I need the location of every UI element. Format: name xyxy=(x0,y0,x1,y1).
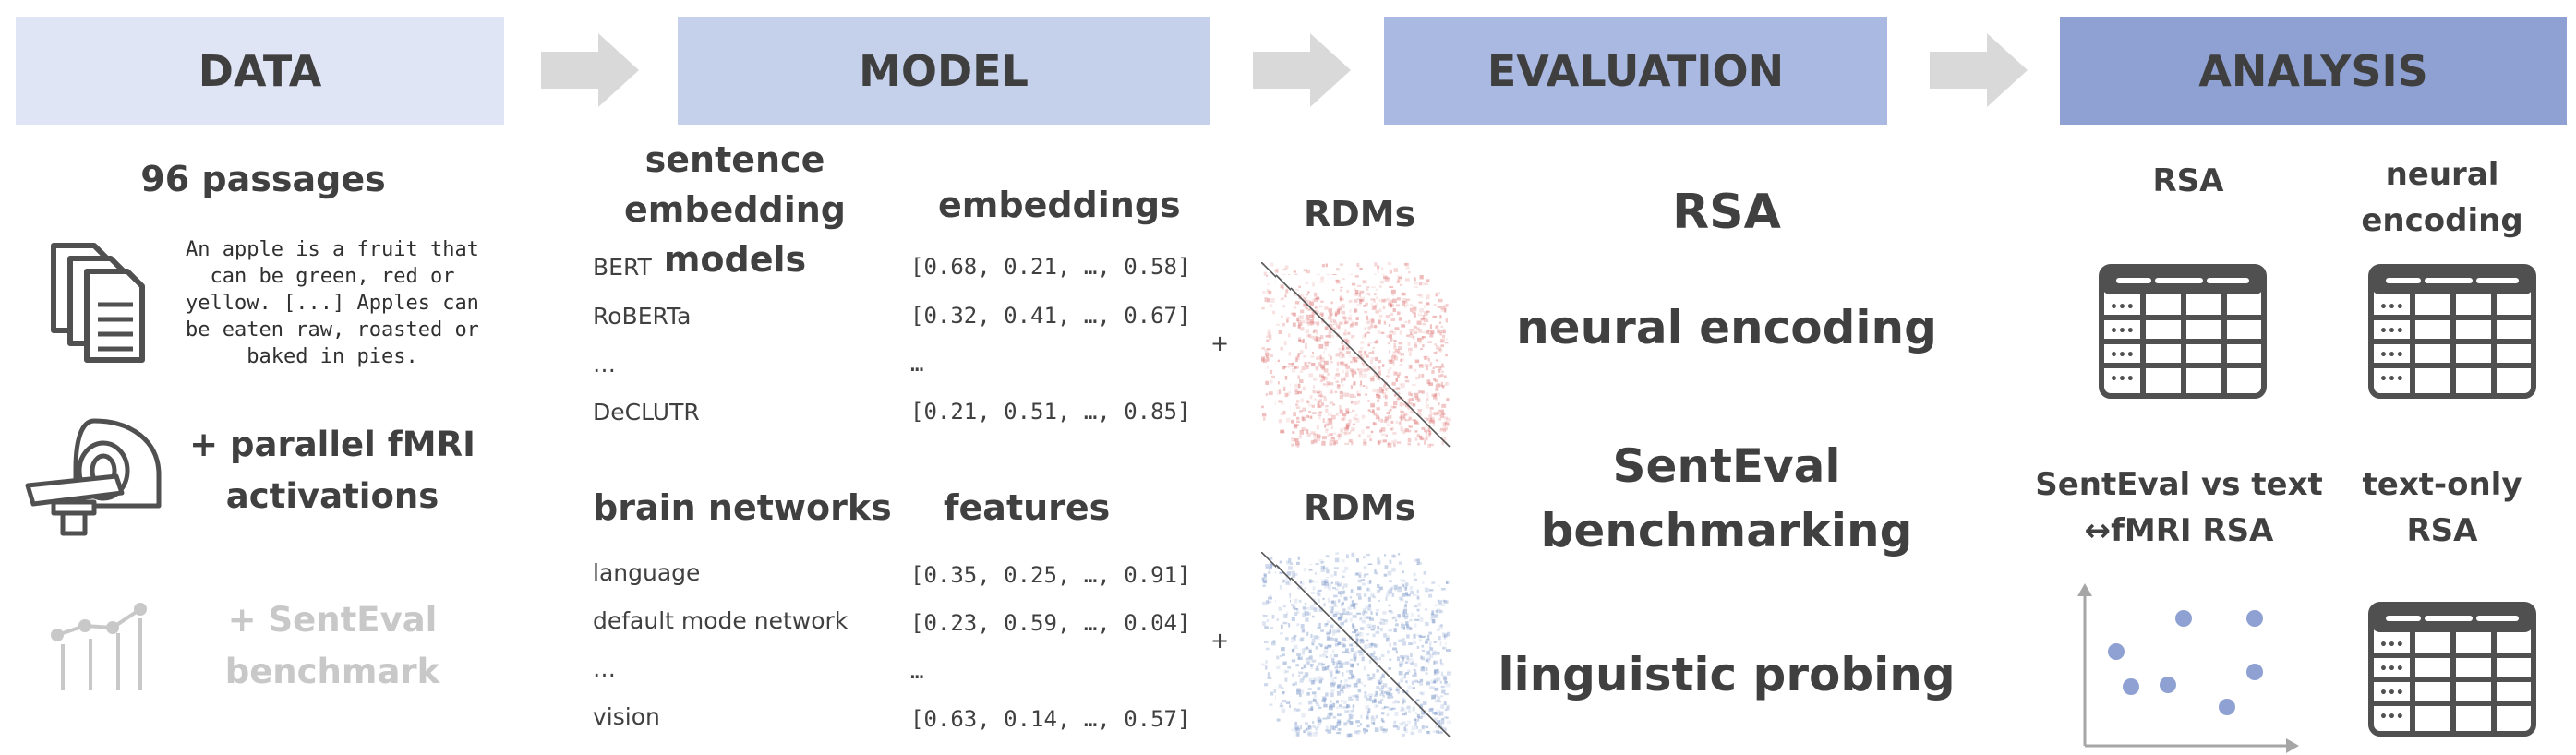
passage-line: be eaten raw, roasted or xyxy=(186,318,479,342)
fmri-label: + parallel fMRI activations xyxy=(166,419,499,522)
analysis-rsa-label: RSA xyxy=(2152,162,2224,199)
senteval-line: benchmark xyxy=(224,652,440,691)
eval-neural-encoding: neural encoding xyxy=(1516,301,1937,354)
rdms-label-top: RDMs xyxy=(1304,194,1416,234)
embeddings-label: embeddings xyxy=(938,185,1181,225)
header-evaluation-label: EVALUATION xyxy=(1487,45,1785,96)
benchmark-chart-icon xyxy=(51,603,147,690)
rdms-label-bottom: RDMs xyxy=(1304,487,1416,528)
rdm-diagonal xyxy=(1290,577,1451,737)
senteval-vs-line: SentEval vs text xyxy=(2035,466,2323,503)
feature-vector: … xyxy=(910,658,924,684)
passages-title: 96 passages xyxy=(140,159,386,199)
senteval-line: + SentEval xyxy=(227,600,438,640)
embedding-vector: … xyxy=(910,351,924,377)
table-row-marker: ••• xyxy=(2379,372,2404,387)
text-only-line: RSA xyxy=(2406,512,2478,549)
network-name: language xyxy=(593,559,701,586)
passage-line: can be green, red or xyxy=(210,265,455,288)
header-analysis: ANALYSIS xyxy=(2060,17,2567,125)
sentence-models-line: sentence xyxy=(644,139,825,180)
mri-scanner-icon xyxy=(25,418,162,536)
rdm-noise xyxy=(1291,288,1451,449)
flow-arrow-1 xyxy=(541,33,639,107)
header-evaluation: EVALUATION xyxy=(1384,17,1887,125)
embedding-vector: [0.68, 0.21, …, 0.58] xyxy=(910,254,1191,280)
eval-linguistic-probing: linguistic probing xyxy=(1498,648,1956,701)
scatter-plot-icon xyxy=(2077,583,2299,753)
senteval-vs-line: ↔fMRI RSA xyxy=(2084,512,2274,549)
table-row-marker: ••• xyxy=(2379,710,2404,725)
text-only-line: text-only xyxy=(2362,466,2522,503)
network-name: default mode network xyxy=(593,607,849,634)
passage-example: An apple is a fruit that can be green, r… xyxy=(166,236,499,370)
fmri-line: activations xyxy=(225,476,439,516)
table-row-marker: ••• xyxy=(2379,300,2404,315)
eval-rsa: RSA xyxy=(1672,185,1781,240)
senteval-benchmark-label: + SentEval benchmark xyxy=(166,594,499,698)
analysis-text-only-label: text-only RSA xyxy=(2336,461,2548,554)
header-analysis-label: ANALYSIS xyxy=(2198,45,2428,96)
rdm-noise xyxy=(1291,578,1451,738)
brain-networks-label: brain networks xyxy=(593,487,892,528)
table-row-marker: ••• xyxy=(2379,686,2404,701)
flow-arrow-2 xyxy=(1253,33,1351,107)
results-table-icon: ••• ••• ••• ••• xyxy=(2368,264,2536,399)
model-name: RoBERTa xyxy=(593,303,692,330)
feature-vector: [0.23, 0.59, …, 0.04] xyxy=(910,610,1191,636)
header-data-label: DATA xyxy=(198,45,322,96)
table-row-marker: ••• xyxy=(2379,638,2404,653)
eval-benchmarking: benchmarking xyxy=(1540,504,1913,557)
embedding-vector: [0.21, 0.51, …, 0.85] xyxy=(910,399,1191,425)
passage-line: An apple is a fruit that xyxy=(186,238,479,261)
table-row-marker: ••• xyxy=(2379,662,2404,677)
neural-encoding-line: neural xyxy=(2385,156,2499,193)
feature-vector: [0.63, 0.14, …, 0.57] xyxy=(910,706,1191,732)
table-row-marker: ••• xyxy=(2110,348,2135,363)
table-row-marker: ••• xyxy=(2379,348,2404,363)
text-rdm-stack xyxy=(1261,262,1451,449)
sentence-models-label: sentence embedding models xyxy=(560,135,910,284)
table-row-marker: ••• xyxy=(2379,324,2404,339)
table-row-marker: ••• xyxy=(2110,324,2135,339)
results-table-icon: ••• ••• ••• ••• xyxy=(2368,602,2536,737)
analysis-neural-encoding-label: neural encoding xyxy=(2336,151,2548,244)
analysis-senteval-vs-label: SentEval vs text ↔fMRI RSA xyxy=(2031,461,2327,554)
header-model-label: MODEL xyxy=(859,45,1029,96)
feature-vector: [0.35, 0.25, …, 0.91] xyxy=(910,562,1191,588)
features-label: features xyxy=(944,487,1111,528)
embedding-vector: [0.32, 0.41, …, 0.67] xyxy=(910,303,1191,329)
flow-arrow-3 xyxy=(1930,33,2028,107)
model-name: BERT xyxy=(593,254,652,281)
table-row-marker: ••• xyxy=(2110,372,2135,387)
documents-icon xyxy=(51,243,145,363)
plus-sign-bottom: + xyxy=(1210,628,1230,653)
header-model: MODEL xyxy=(678,17,1210,125)
model-name: … xyxy=(593,351,616,378)
header-data: DATA xyxy=(16,17,504,125)
plus-sign-top: + xyxy=(1210,330,1230,356)
network-name: … xyxy=(593,655,616,682)
passage-line: yellow. [...] Apples can xyxy=(186,292,479,315)
network-name: vision xyxy=(593,703,660,730)
fmri-line: + parallel fMRI xyxy=(189,425,475,464)
eval-senteval: SentEval xyxy=(1612,439,1841,493)
model-name: DeCLUTR xyxy=(593,399,700,425)
rdm-diagonal xyxy=(1290,287,1451,448)
sentence-models-line: embedding models xyxy=(623,189,847,280)
passage-line: baked in pies. xyxy=(247,345,418,368)
results-table-icon: ••• ••• ••• ••• xyxy=(2099,264,2267,399)
table-row-marker: ••• xyxy=(2110,300,2135,315)
neural-encoding-line: encoding xyxy=(2361,202,2523,239)
brain-rdm-stack xyxy=(1261,552,1451,738)
